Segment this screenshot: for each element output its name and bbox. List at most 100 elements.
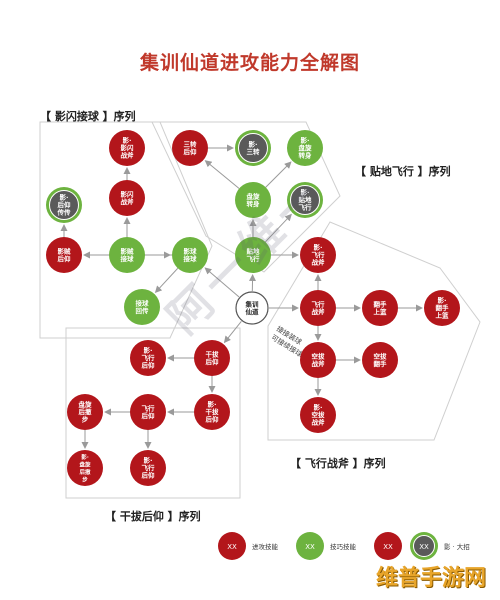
node-label: 仙道 bbox=[246, 307, 260, 316]
node-label: 接球 bbox=[184, 254, 198, 263]
node-pull_fade: 干拔后仰 bbox=[194, 340, 230, 376]
node-label: 影贼 bbox=[121, 246, 135, 255]
skill-nodes: 集训仙道影·影闪战斧影闪战斧影·后仰传传影贼后仰影贼接球影球接球接球回传三转后仰… bbox=[46, 130, 460, 486]
node-circle bbox=[109, 130, 145, 166]
node-circle bbox=[124, 289, 160, 325]
section-regions bbox=[39, 121, 481, 499]
section-label-phantom: 【 影闪接球 】序列 bbox=[40, 110, 136, 123]
node-label: 翻手 bbox=[374, 359, 388, 368]
node-circle bbox=[109, 237, 145, 273]
node-label: 后撤 bbox=[79, 468, 91, 476]
node-label: 战斧 bbox=[121, 197, 135, 206]
node-circle bbox=[46, 237, 82, 273]
node-shadow_three: 影·三转 bbox=[235, 130, 271, 166]
node-label: 后仰 bbox=[142, 471, 156, 480]
legend-swatch-text: XX bbox=[305, 543, 315, 551]
node-label: 影· bbox=[123, 136, 132, 145]
node-circle bbox=[300, 237, 336, 273]
node-label: 集训 bbox=[245, 299, 260, 308]
node-label: 接球 bbox=[136, 298, 150, 307]
section-region bbox=[151, 121, 341, 273]
node-label: 后撤 bbox=[79, 407, 93, 416]
node-label: 飞行 bbox=[247, 254, 261, 263]
section-region bbox=[267, 221, 481, 441]
node-label: 影· bbox=[208, 400, 217, 409]
node-label: 三转 bbox=[247, 147, 261, 156]
node-label: 影· bbox=[314, 403, 323, 412]
node-label: 干拔 bbox=[206, 349, 220, 358]
node-label: 回传 bbox=[136, 306, 150, 315]
node-circle bbox=[287, 130, 323, 166]
node-label: 影球 bbox=[184, 246, 198, 255]
node-label: 飞行 bbox=[299, 203, 313, 212]
node-label: 影贼 bbox=[58, 246, 72, 255]
legend-swatch-text: XX bbox=[383, 543, 393, 551]
node-circle bbox=[172, 130, 208, 166]
node-label: 影闪 bbox=[121, 189, 135, 198]
section-label-ground: 【 贴地飞行 】序列 bbox=[355, 165, 451, 178]
node-label: 飞行 bbox=[142, 353, 156, 362]
diagram-title: 集训仙道进攻能力全解图 bbox=[139, 52, 360, 74]
node-label: 后仰 bbox=[58, 254, 72, 263]
node-label: 盘旋 bbox=[79, 400, 93, 409]
legend-swatch bbox=[218, 532, 246, 560]
center-node-circle bbox=[235, 291, 269, 325]
section-region bbox=[65, 327, 241, 499]
node-circle bbox=[235, 237, 271, 273]
node-label: 传传 bbox=[57, 208, 72, 217]
node-label: 战斧 bbox=[312, 359, 326, 368]
edge-catch_ball-to-catch_pass bbox=[154, 267, 179, 294]
node-circle bbox=[362, 290, 398, 326]
node-label: 飞行 bbox=[142, 403, 156, 412]
node-shadow_ground: 影·贴地飞行 bbox=[287, 182, 323, 218]
node-circle bbox=[109, 180, 145, 216]
node-label: 后仰 bbox=[142, 411, 156, 420]
node-circle bbox=[67, 450, 103, 486]
node-label: 影· bbox=[249, 139, 258, 148]
edge-ground_fly-to-shadow_ground bbox=[265, 213, 292, 243]
node-label: 影· bbox=[314, 243, 323, 252]
node-label: 后仰 bbox=[184, 147, 198, 156]
node-label: 战斧 bbox=[121, 151, 135, 160]
node-label: 影· bbox=[81, 453, 89, 461]
node-label: 步 bbox=[82, 415, 89, 424]
node-label: 盘旋 bbox=[79, 460, 91, 468]
node-circle bbox=[67, 394, 103, 430]
node-circle bbox=[300, 397, 336, 433]
legend-label: 进攻技能 bbox=[252, 542, 279, 551]
edge-spin-to-three_fade bbox=[204, 160, 240, 189]
node-label: 后仰 bbox=[206, 357, 220, 366]
legend-offense-swatch bbox=[374, 532, 402, 560]
node-label: 战斧 bbox=[312, 307, 326, 316]
node-center: 集训仙道 bbox=[235, 291, 269, 325]
shadow-inner-circle bbox=[290, 185, 320, 215]
node-label: 飞行 bbox=[312, 250, 326, 259]
node-circle bbox=[130, 340, 166, 376]
node-circle bbox=[130, 450, 166, 486]
node-shadow_pull: 影·干拔后仰 bbox=[194, 394, 230, 430]
section-label-pull: 【 干拔后仰 】序列 bbox=[105, 510, 201, 523]
node-label: 后仰 bbox=[142, 361, 156, 370]
node-label: 战斧 bbox=[312, 258, 326, 267]
site-watermark: 维普手游网 bbox=[375, 566, 486, 591]
node-label: 飞行 bbox=[312, 299, 326, 308]
legend-swatch-text: XX bbox=[227, 543, 237, 551]
